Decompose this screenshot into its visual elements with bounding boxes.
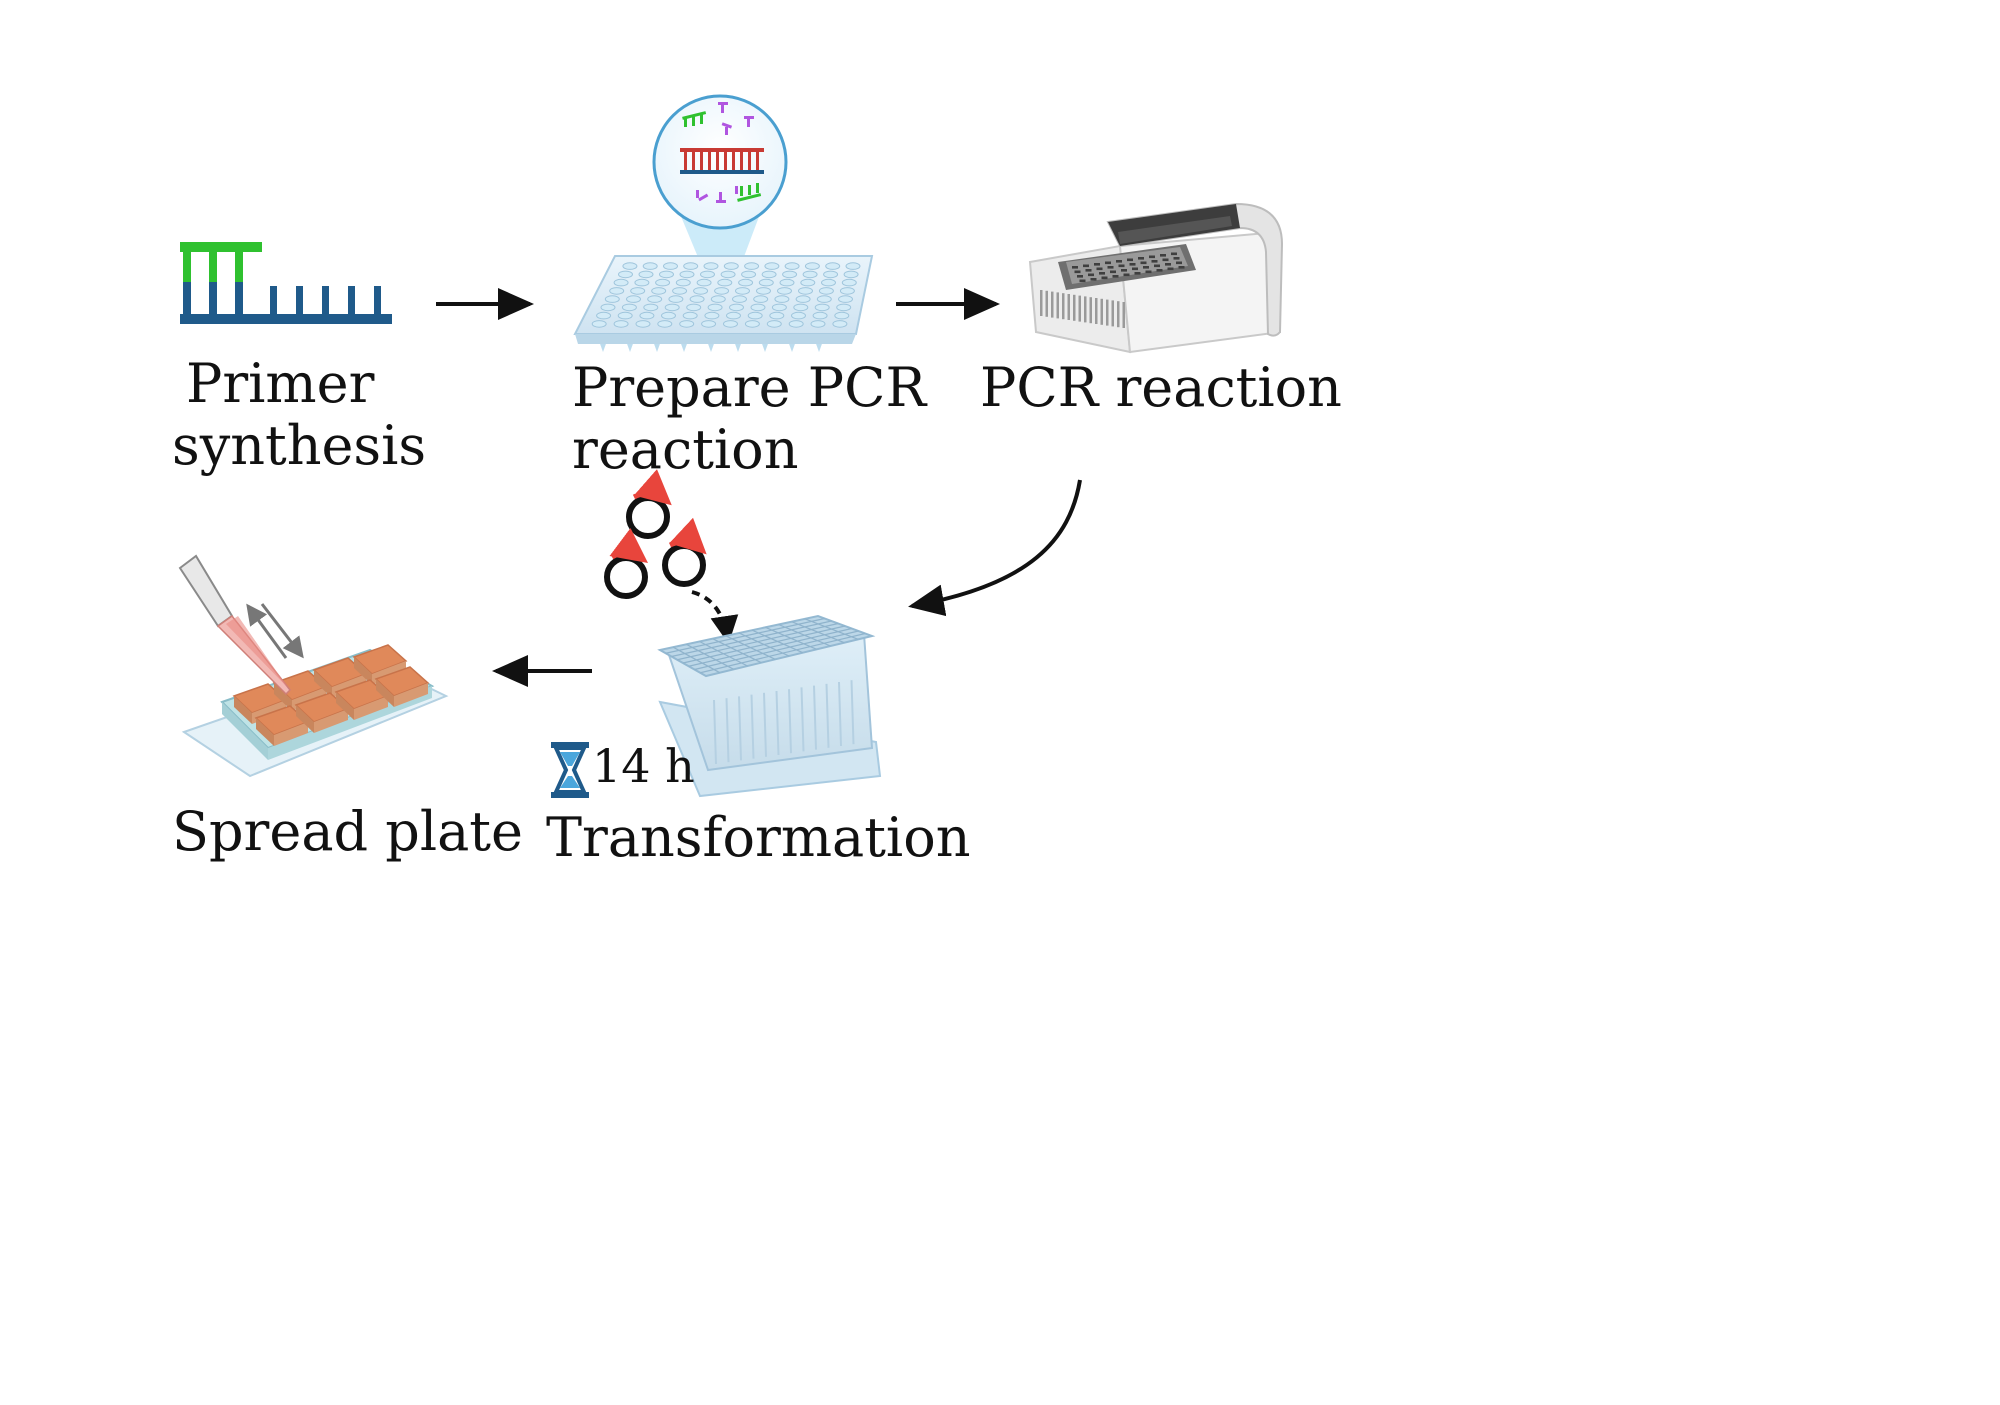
label-prepare-pcr: Prepare PCR	[572, 356, 926, 420]
plasmids-icon	[604, 469, 707, 599]
label-transformation-line1: Transformation	[546, 806, 971, 869]
label-primer-line1: Primer	[186, 352, 375, 415]
label-spread-line1: Spread plate	[172, 800, 523, 863]
label-transformation: Transformation	[546, 806, 971, 870]
label-prepare-pcr-2: reaction	[572, 418, 798, 482]
deep-well-block-icon	[657, 614, 882, 798]
dashed-arrow-plasmid-to-block	[691, 590, 739, 644]
label-pcr-reaction: PCR reaction	[980, 356, 1342, 420]
pcr-plate-icon	[573, 94, 874, 352]
timer-value: 14 h	[592, 739, 695, 793]
pipette-up-arrow	[246, 603, 288, 659]
label-primer-synthesis: Primer	[186, 352, 374, 416]
arrow-pcr-to-transformation	[908, 479, 1082, 617]
hourglass-icon	[551, 742, 589, 798]
label-prepare-line2: reaction	[572, 418, 799, 481]
primer-dna-icon	[180, 242, 392, 324]
label-prepare-line1: Prepare PCR	[572, 356, 927, 419]
label-primer-line2: synthesis	[172, 414, 427, 477]
label-spread-plate: Spread plate	[172, 800, 523, 864]
thermocycler-icon	[1028, 202, 1284, 354]
label-pcr-line1: PCR reaction	[980, 356, 1342, 419]
pipette-icon	[178, 554, 292, 696]
timer-label: 14 h	[592, 740, 695, 792]
label-primer-synthesis-2: synthesis	[172, 414, 426, 478]
pipette-down-arrow	[260, 603, 304, 659]
agar-plate-icon	[181, 644, 449, 778]
